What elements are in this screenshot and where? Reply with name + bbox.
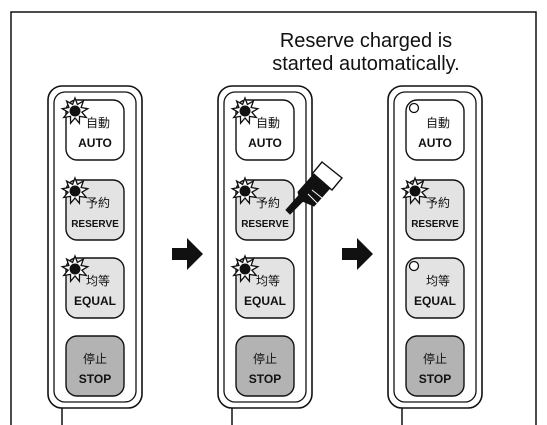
- reserve-button[interactable]: 予約 RESERVE: [400, 176, 465, 241]
- stop-button[interactable]: 停止 STOP: [405, 335, 465, 397]
- equal-label-jp: 均等: [426, 274, 450, 288]
- panel-bezel: [53, 91, 137, 403]
- stop-label-jp: 停止: [423, 351, 447, 366]
- control-panel-3: 自動 AUTO 予約 RESERVE 均等 EQUAL 停止 STOP: [387, 85, 483, 409]
- reserve-label-jp: 予約: [86, 195, 110, 210]
- equal-label-en: EQUAL: [244, 294, 286, 308]
- flashing-lamp-icon: [60, 96, 90, 125]
- auto-button[interactable]: 自動 AUTO: [60, 96, 125, 161]
- flashing-lamp-icon: [230, 96, 260, 125]
- flashing-lamp-icon: [60, 176, 90, 205]
- stop-label-jp: 停止: [253, 351, 277, 366]
- flashing-lamp-icon: [230, 254, 260, 283]
- arrow-right-icon: [172, 238, 203, 270]
- flashing-lamp-icon: [400, 176, 430, 205]
- pointing-hand-icon: [285, 161, 343, 215]
- equal-label-en: EQUAL: [74, 294, 116, 308]
- reserve-label-jp: 予約: [426, 195, 450, 210]
- control-panel-2: 自動 AUTO 予約 RESERVE 均等 EQUAL 停止 STOP: [217, 85, 343, 409]
- equal-button[interactable]: 均等 EQUAL: [405, 257, 465, 319]
- lamp-off-icon: [408, 260, 420, 272]
- reserve-label-jp: 予約: [256, 195, 280, 210]
- flashing-lamp-icon: [60, 254, 90, 283]
- stop-label-en: STOP: [249, 372, 281, 386]
- equal-label-jp: 均等: [256, 274, 280, 288]
- flashing-lamp-icon: [230, 176, 260, 205]
- auto-label-jp: 自動: [86, 116, 110, 130]
- auto-label-en: AUTO: [248, 136, 282, 150]
- equal-label-jp: 均等: [86, 274, 110, 288]
- panel-bezel: [393, 91, 477, 403]
- stop-label-jp: 停止: [83, 351, 107, 366]
- stop-label-en: STOP: [79, 372, 111, 386]
- equal-button[interactable]: 均等 EQUAL: [60, 254, 125, 319]
- outer-frame: [10, 11, 537, 425]
- arrow-right-icon: [342, 238, 373, 270]
- caption-line-2: started automatically.: [272, 53, 460, 75]
- equal-label-en: EQUAL: [414, 294, 456, 308]
- auto-label-en: AUTO: [418, 136, 452, 150]
- control-panel-1: 自動 AUTO 予約 RESERVE 均等 EQUAL 停止 STOP: [47, 85, 143, 409]
- auto-label-jp: 自動: [256, 116, 280, 130]
- auto-label-en: AUTO: [78, 136, 112, 150]
- reserve-label-en: RESERVE: [241, 219, 289, 230]
- reserve-button[interactable]: 予約 RESERVE: [60, 176, 125, 241]
- reserve-label-en: RESERVE: [71, 219, 119, 230]
- equal-button[interactable]: 均等 EQUAL: [230, 254, 295, 319]
- stop-button[interactable]: 停止 STOP: [235, 335, 295, 397]
- auto-button[interactable]: 自動 AUTO: [405, 99, 465, 161]
- panel-bezel: [223, 91, 307, 403]
- stop-label-en: STOP: [419, 372, 451, 386]
- caption-line-1: Reserve charged is: [280, 30, 452, 52]
- stop-button[interactable]: 停止 STOP: [65, 335, 125, 397]
- auto-button[interactable]: 自動 AUTO: [230, 96, 295, 161]
- auto-label-jp: 自動: [426, 116, 450, 130]
- lamp-off-icon: [408, 102, 420, 114]
- reserve-button[interactable]: 予約 RESERVE: [230, 176, 295, 241]
- reserve-label-en: RESERVE: [411, 219, 459, 230]
